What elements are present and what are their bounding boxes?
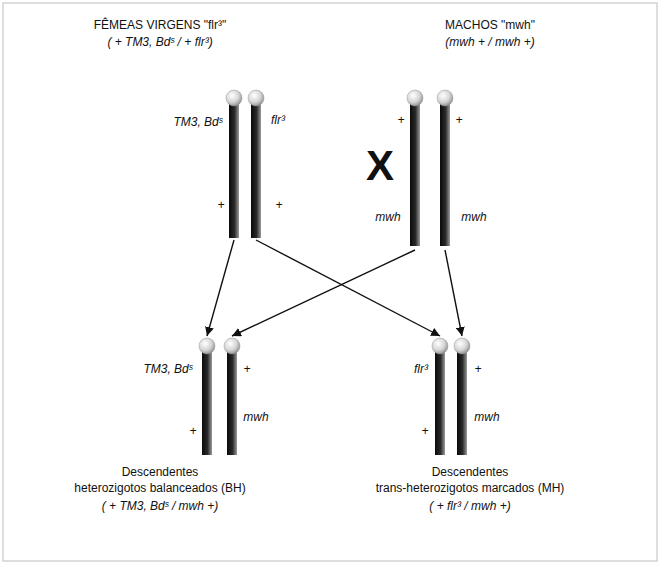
bh-chromosomes	[199, 338, 240, 455]
allele-label: mwh	[243, 410, 268, 424]
group-heading: trans-heterozigotos marcados (MH)	[350, 481, 590, 495]
parent-group: FÊMEAS VIRGENS "flr³" ( + TM3, Bdˢ / + fl…	[30, 12, 290, 238]
allele-label: +	[189, 424, 196, 438]
female-chromosomes	[226, 90, 264, 238]
frame	[3, 3, 657, 561]
allele-label: +	[217, 198, 224, 212]
inheritance-arrow	[232, 250, 415, 336]
allele-label: TM3, Bdˢ	[173, 115, 222, 129]
offspring-group: Descendentes trans-heterozigotos marcados…	[350, 338, 590, 518]
mh-chromosomes	[432, 338, 470, 455]
cross-symbol: X	[366, 143, 394, 189]
allele-label: +	[275, 198, 282, 212]
allele-label: +	[421, 424, 428, 438]
male-chromosomes	[407, 90, 453, 246]
allele-label: flr³	[271, 113, 285, 127]
allele-label: TM3, Bdˢ	[143, 362, 192, 376]
allele-label: flr³	[414, 362, 428, 376]
group-heading: Descendentes	[40, 465, 280, 479]
genotype-formula: ( + TM3, Bdˢ / mwh +)	[40, 499, 280, 513]
genotype-formula: ( + flr³ / mwh +)	[350, 499, 590, 513]
group-heading: Descendentes	[350, 465, 590, 479]
allele-label: +	[474, 362, 481, 376]
allele-label: mwh	[474, 410, 499, 424]
inheritance-arrow	[256, 240, 440, 336]
inheritance-arrow	[445, 250, 462, 336]
allele-label: mwh	[461, 210, 486, 224]
allele-label: +	[397, 113, 404, 127]
allele-label: +	[243, 362, 250, 376]
group-heading: heterozigotos balanceados (BH)	[40, 481, 280, 495]
genotype-formula: ( + TM3, Bdˢ / + flr³)	[30, 35, 290, 49]
group-heading: MACHOS "mwh"	[370, 18, 610, 32]
group-heading: FÊMEAS VIRGENS "flr³"	[30, 18, 290, 32]
parent-group: MACHOS "mwh" (mwh + / mwh +)	[370, 12, 610, 248]
allele-label: mwh	[375, 210, 400, 224]
genotype-formula: (mwh + / mwh +)	[370, 35, 610, 49]
allele-label: +	[455, 113, 462, 127]
inheritance-arrow	[207, 240, 234, 336]
